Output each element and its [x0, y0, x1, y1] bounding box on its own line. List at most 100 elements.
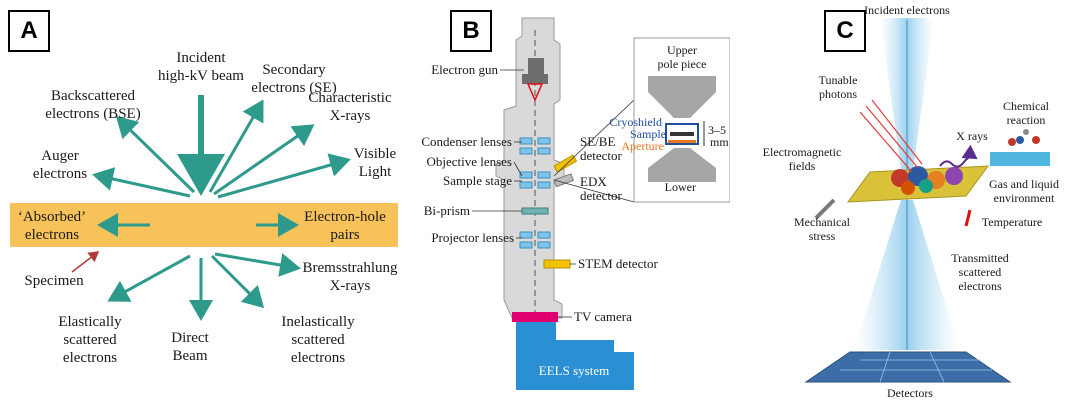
objective-leader	[513, 161, 523, 177]
gas-label-2: environment	[994, 191, 1055, 205]
gun-tip	[526, 83, 544, 102]
panel-c: Incident electrons Tunable photons Chemi…	[730, 0, 1065, 402]
xray-label-1: Characteristic	[308, 90, 392, 106]
ehp-label-1: Electron-hole	[304, 209, 386, 225]
photon-ray-3	[871, 99, 923, 165]
objective-lens-3	[519, 181, 533, 189]
elastic-label-2: scattered	[63, 332, 117, 348]
sebe-detector-shape	[553, 154, 578, 173]
light-label-1: Visible	[354, 146, 397, 162]
inelastic-label-3: electrons	[291, 350, 345, 366]
inelastic-label-1: Inelastically	[281, 314, 355, 330]
upper-pole-label-1: Upper	[667, 43, 697, 57]
sebe-label-1: SE/BE	[580, 134, 615, 149]
edx-label-1: EDX	[580, 174, 607, 189]
panel-b-diagram: Upper pole piece Lower Cryoshield Sample…	[421, 17, 730, 390]
lower-pole-piece	[648, 148, 716, 182]
nanoparticles	[891, 166, 963, 195]
detectors-label: Detectors	[887, 386, 933, 400]
se-label-1: Secondary	[262, 62, 326, 78]
transmitted-label-3: electrons	[958, 279, 1002, 293]
tv-camera-label: TV camera	[574, 309, 632, 324]
transmitted-label-2: scattered	[959, 265, 1002, 279]
inelastic-label-2: scattered	[291, 332, 345, 348]
transmitted-label-1: Transmitted	[951, 251, 1009, 265]
bse-arrow	[115, 115, 196, 194]
panel-b-label: B	[450, 10, 492, 52]
panel-b: Upper pole piece Lower Cryoshield Sample…	[404, 0, 730, 402]
ehp-label-2: pairs	[330, 227, 359, 243]
projector-lens-1	[519, 231, 533, 239]
se-arrow	[208, 99, 264, 193]
objective-lens-4	[537, 181, 551, 189]
projector-lens-3	[519, 241, 533, 249]
projector-lens-2	[537, 231, 551, 239]
stem-label: STEM detector	[578, 256, 658, 271]
specimen-band	[10, 203, 398, 247]
tv-camera-shape	[512, 312, 558, 322]
molecules	[1008, 129, 1040, 146]
elastic-label-3: electrons	[63, 350, 117, 366]
condenser-lens-4	[537, 147, 551, 155]
edx-label-2: detector	[580, 188, 623, 203]
auger-label-2: electrons	[33, 166, 87, 182]
panel-c-label: C	[824, 10, 866, 52]
sebe-label-2: detector	[580, 148, 623, 163]
inelastic-arrow	[210, 254, 265, 309]
panel-a: Incident high-kV beam Secondary electron…	[0, 0, 404, 402]
stem-detector-shape	[543, 259, 571, 269]
specimen-pointer	[71, 251, 100, 273]
stage-label: Sample stage	[443, 173, 512, 188]
aperture-label: Aperture	[621, 139, 664, 153]
xray-arrow	[939, 144, 978, 168]
cryoshield-label: Cryoshield	[609, 115, 662, 129]
mech-label-2: stress	[809, 229, 836, 243]
bse-label-1: Backscattered	[51, 88, 136, 104]
sample-label: Sample	[630, 127, 666, 141]
direct-label-2: Beam	[173, 348, 208, 364]
xray-arrow	[213, 124, 315, 196]
sample-shape	[670, 132, 694, 136]
em-label-2: fields	[789, 159, 816, 173]
auger-arrow	[92, 167, 191, 198]
panel-c-diagram: Incident electrons Tunable photons Chemi…	[763, 3, 1059, 400]
upper-pole-label-2: pole piece	[658, 57, 707, 71]
electron-gun-label: Electron gun	[431, 62, 498, 77]
specimen-label: Specimen	[24, 273, 84, 289]
electron-gun-shape	[522, 58, 548, 84]
incident-label-1: Incident	[176, 50, 226, 66]
chemical-label-1: Chemical	[1003, 99, 1050, 113]
projector-lens-4	[537, 241, 551, 249]
thermometer	[964, 209, 972, 227]
detector-plate	[804, 351, 1012, 383]
upper-pole-piece	[648, 76, 716, 118]
edx-detector-shape	[553, 173, 574, 188]
direct-label-1: Direct	[171, 330, 209, 346]
brems-arrow	[214, 252, 301, 277]
cryoshield-shape	[665, 123, 699, 145]
incident-electrons-label: Incident electrons	[864, 3, 950, 17]
gap-label-2: mm	[710, 135, 729, 149]
condenser-label: Condenser lenses	[421, 134, 512, 149]
gas-label-1: Gas and liquid	[989, 177, 1059, 191]
xrays-label: X rays	[956, 129, 988, 143]
projector-label: Projector lenses	[431, 230, 514, 245]
panel-a-diagram: Incident high-kV beam Secondary electron…	[10, 50, 398, 366]
hammer	[814, 198, 836, 220]
condenser-lens-3	[519, 147, 533, 155]
xray-label-2: X-rays	[330, 108, 371, 124]
bse-label-2: electrons (BSE)	[45, 106, 140, 122]
panel-a-label: A	[8, 10, 50, 52]
liquid-shape	[990, 152, 1050, 166]
chemical-label-2: reaction	[1007, 113, 1046, 127]
photons-label-2: photons	[819, 87, 857, 101]
light-arrow	[217, 153, 351, 199]
photons-label-1: Tunable	[819, 73, 858, 87]
photon-ray-2	[865, 105, 919, 169]
biprism-shape	[521, 207, 549, 215]
eels-system-shape	[516, 322, 634, 390]
eels-label: EELS system	[539, 363, 609, 378]
photon-ray-1	[859, 111, 913, 173]
brems-label-1: Bremsstrahlung	[303, 260, 398, 276]
se-label-2: electrons (SE)	[251, 80, 336, 96]
